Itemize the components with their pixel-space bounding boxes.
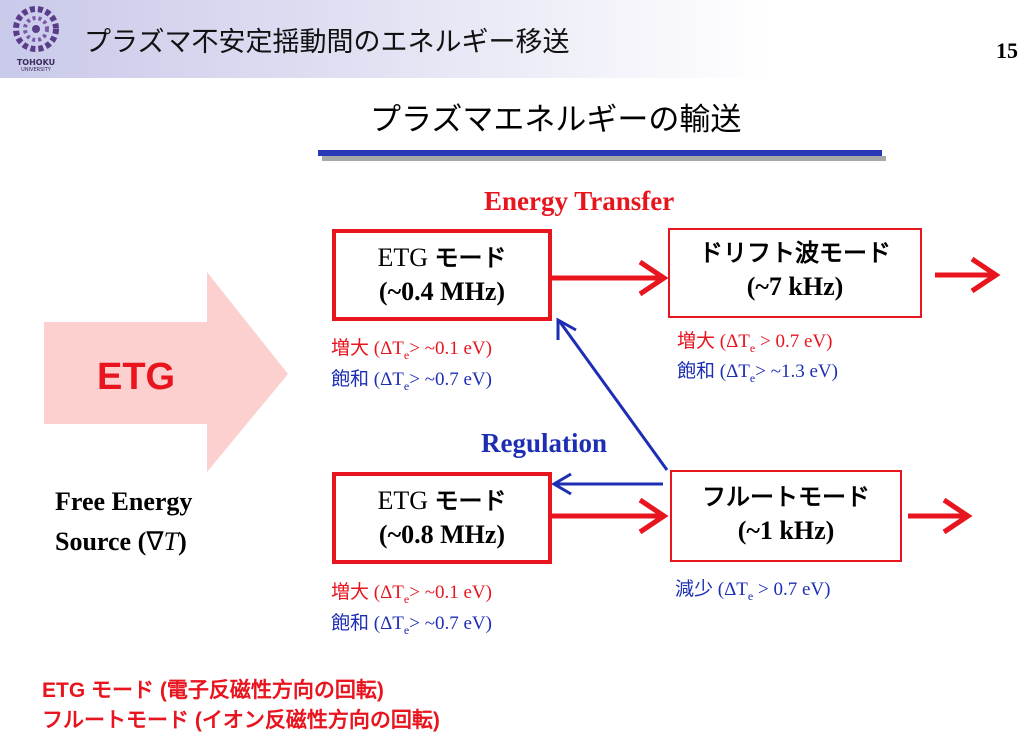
regulation-label: Regulation (481, 428, 608, 458)
slide-title: プラズマ不安定揺動間のエネルギー移送 (84, 27, 570, 58)
free-energy-line2: Source (∇T) (55, 527, 187, 556)
etg-high-name: ETG (377, 243, 429, 272)
logo-text: TOHOKU (16, 58, 56, 67)
header-band (0, 0, 1024, 78)
etg-source-label: ETG (97, 356, 176, 398)
footnote-etg-mode: ETG モード (電子反磁性方向の回転) (42, 679, 384, 702)
arrow-flute-out (908, 497, 973, 535)
etg-low-growth-stat: 増大 (ΔTe> ~0.1 eV) (331, 581, 492, 606)
tohoku-logo (4, 2, 68, 74)
drift-wave-box: ドリフト波モード (~7 kHz) (668, 228, 922, 318)
section-subtitle: プラズマエネルギーの輸送 (370, 102, 742, 138)
arrow-etg-to-flute (552, 497, 669, 535)
footnote-flute-mode: フルートモード (イオン反磁性方向の回転) (42, 709, 440, 732)
arrow-flute-to-etg-low (551, 472, 663, 496)
arrow-drift-out (935, 256, 1001, 294)
logo-emblem-icon (13, 6, 59, 52)
etg-high-growth-stat: 増大 (ΔTe> ~0.1 eV) (331, 337, 492, 362)
subtitle-underline-shadow (322, 156, 886, 161)
energy-transfer-label: Energy Transfer (484, 186, 675, 216)
arrow-flute-to-etg-high (556, 317, 669, 471)
etg-low-saturation-stat: 飽和 (ΔTe> ~0.7 eV) (331, 612, 492, 637)
etg-high-saturation-stat: 飽和 (ΔTe> ~0.7 eV) (331, 368, 492, 393)
etg-low-freq: (~0.8 MHz) (378, 520, 506, 549)
etg-low-freq-box: ETG モード (~0.8 MHz) (332, 472, 552, 564)
etg-low-mode: モード (434, 487, 507, 515)
logo-subtext: UNIVERSITY (21, 67, 51, 73)
drift-name: ドリフト波モード (699, 239, 891, 267)
subtitle-underline (318, 150, 882, 156)
nabla-symbol: ∇ (146, 527, 164, 556)
free-energy-label: Free Energy Source (∇T) (55, 482, 192, 562)
etg-low-name: ETG (377, 486, 429, 515)
flute-decrease-stat: 減少 (ΔTe > 0.7 eV) (675, 578, 831, 603)
arrow-etg-to-drift (552, 259, 669, 297)
source-arrow (44, 272, 288, 472)
free-energy-line1: Free Energy (55, 487, 193, 516)
drift-saturation-stat: 飽和 (ΔTe> ~1.3 eV) (677, 360, 838, 385)
etg-high-freq-box: ETG モード (~0.4 MHz) (332, 229, 552, 321)
flute-name: フルートモード (702, 483, 870, 511)
page-number: 15 (996, 38, 1018, 63)
flute-freq: (~1 kHz) (737, 516, 835, 545)
drift-freq: (~7 kHz) (746, 272, 844, 301)
etg-high-freq: (~0.4 MHz) (378, 277, 506, 306)
drift-growth-stat: 増大 (ΔTe > 0.7 eV) (677, 330, 833, 355)
flute-mode-box: フルートモード (~1 kHz) (670, 470, 902, 562)
etg-high-mode: モード (434, 244, 507, 272)
